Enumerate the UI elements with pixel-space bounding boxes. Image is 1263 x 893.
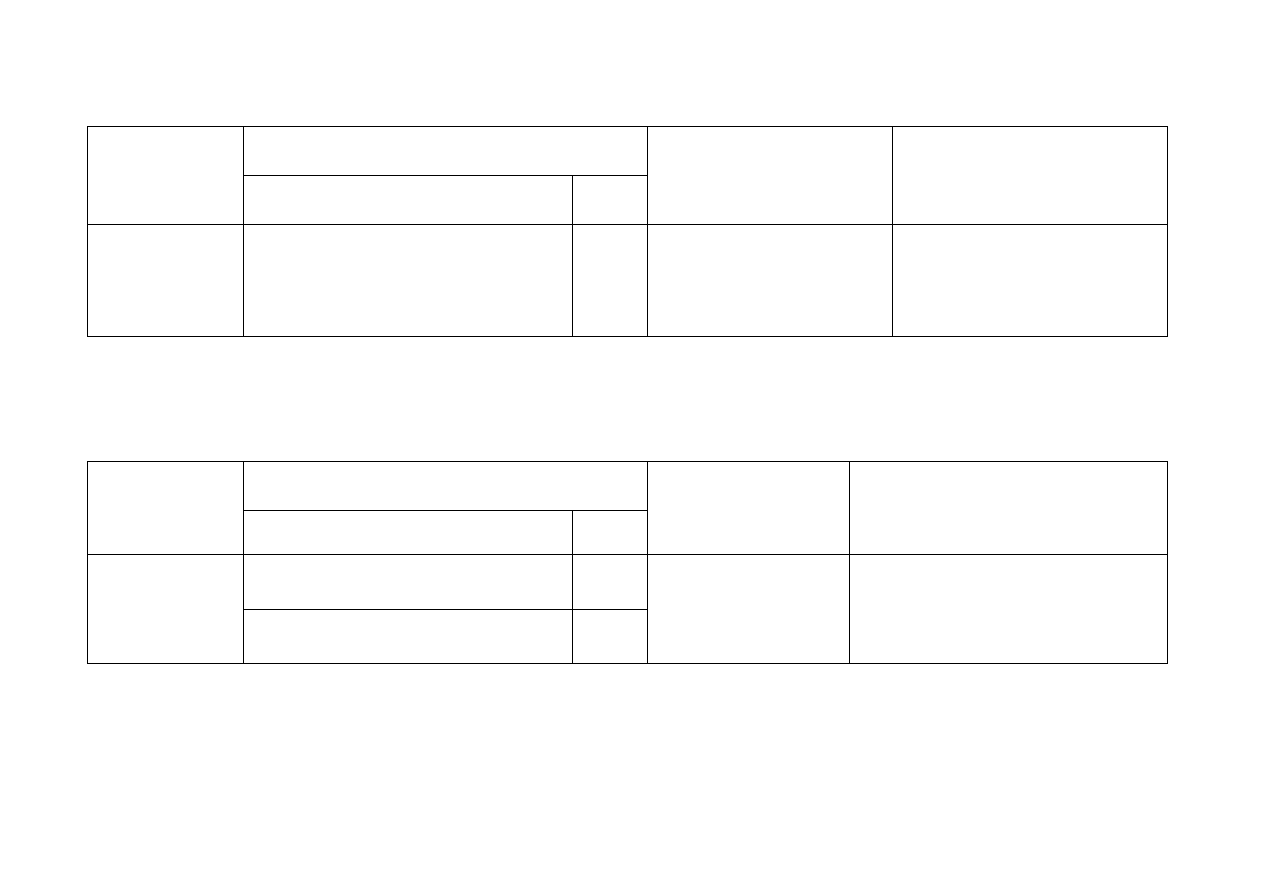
table-cell	[572, 175, 648, 225]
table-cell	[572, 554, 648, 610]
table-cell	[243, 224, 573, 337]
table-row	[87, 126, 1168, 225]
table-cell	[87, 461, 244, 555]
table-cell	[243, 175, 573, 225]
table-row	[87, 461, 1168, 555]
table-cell	[87, 554, 244, 664]
table-cell	[647, 126, 893, 225]
table-cell	[647, 554, 850, 664]
table-cell	[87, 126, 244, 225]
table-cell	[647, 461, 850, 555]
table-cell	[572, 609, 648, 664]
table-cell	[892, 224, 1168, 337]
table-row	[88, 609, 1168, 664]
table-cell	[572, 224, 648, 337]
table-cell	[892, 126, 1168, 225]
table-row	[87, 224, 1168, 337]
table-cell	[243, 510, 573, 555]
table-cell	[243, 609, 573, 664]
table-cell	[849, 554, 1168, 664]
table-cell	[572, 510, 648, 555]
table-2	[87, 461, 1168, 664]
table-cell	[243, 461, 648, 511]
table-cell	[849, 461, 1168, 555]
table-1	[87, 126, 1168, 337]
table-cell	[243, 126, 648, 176]
table-cell	[647, 224, 893, 337]
table-row	[87, 554, 1168, 664]
table-cell	[87, 224, 244, 337]
table-cell	[243, 554, 573, 610]
